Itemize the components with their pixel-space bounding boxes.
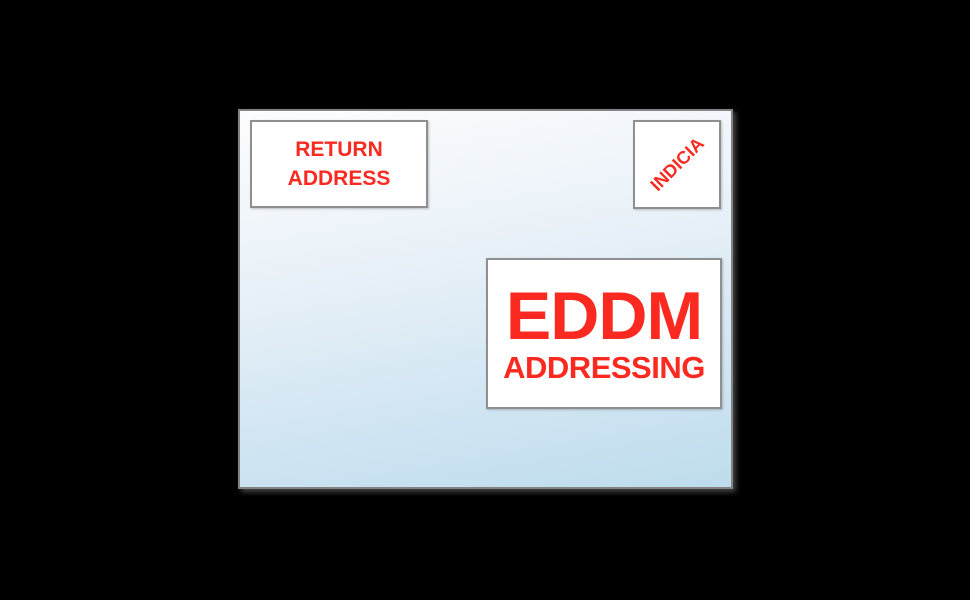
return-address-label-line2: ADDRESS <box>287 167 391 190</box>
eddm-addressing-box: EDDM ADDRESSING <box>486 258 722 409</box>
eddm-subtitle: ADDRESSING <box>503 349 705 385</box>
indicia-box: INDICIA <box>633 120 721 209</box>
return-address-box: RETURN ADDRESS <box>250 120 428 208</box>
return-address-label-line1: RETURN <box>295 138 383 161</box>
eddm-mail-piece: RETURN ADDRESS INDICIA EDDM ADDRESSING <box>238 109 733 489</box>
indicia-label: INDICIA <box>645 133 708 195</box>
eddm-title: EDDM <box>505 277 703 354</box>
